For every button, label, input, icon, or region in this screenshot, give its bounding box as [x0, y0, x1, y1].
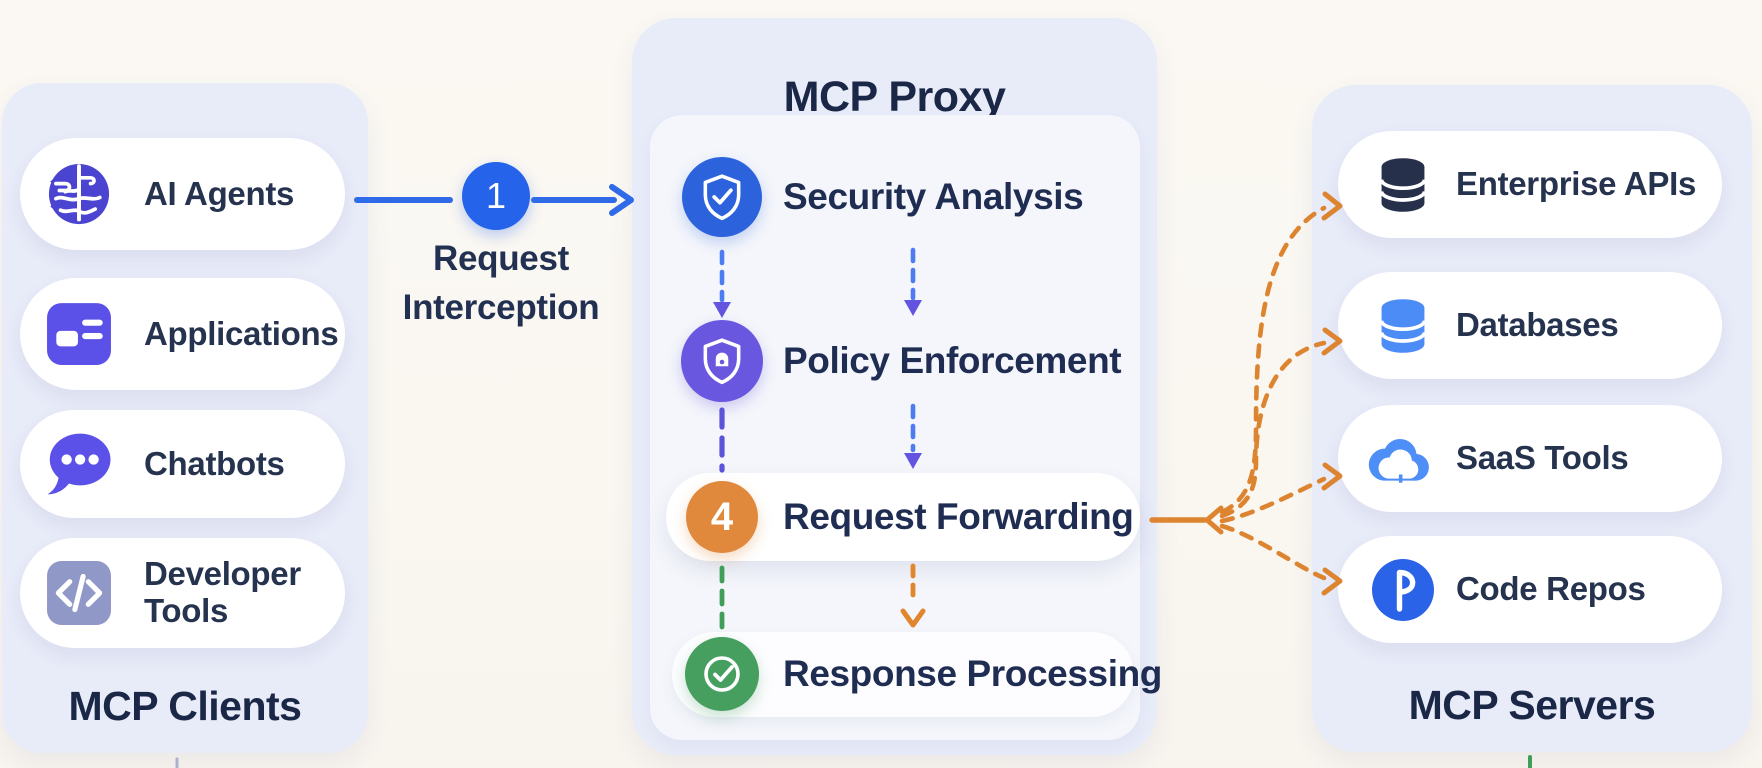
server-item-label: Enterprise APIs	[1456, 165, 1697, 203]
step-label-security-analysis: Security Analysis	[783, 176, 1084, 217]
server-item-saas-tools: SaaS Tools	[1338, 405, 1722, 512]
server-item-label: Databases	[1456, 306, 1619, 344]
mcp-clients-panel: AI Agents Applications	[2, 83, 368, 753]
code-tag-icon	[42, 560, 116, 626]
step-4-number: 4	[710, 494, 734, 539]
client-item-label: Developer Tools	[144, 555, 301, 629]
proxy-panel-title: MCP Proxy	[783, 73, 1006, 121]
app-card-icon	[42, 302, 116, 366]
chat-bubble-icon	[42, 429, 116, 499]
cloud-icon	[1364, 430, 1438, 488]
servers-panel-title: MCP Servers	[1408, 682, 1656, 728]
shield-check-icon	[682, 157, 762, 237]
step-label-response-processing: Response Processing	[783, 653, 1162, 694]
client-item-chatbots: Chatbots	[20, 410, 345, 518]
cropped-connector-stub	[175, 755, 1532, 768]
number-4-badge: 4	[686, 481, 758, 553]
proxy-steps-container: Security Analysis Policy Enforcement 4 R…	[650, 115, 1162, 740]
request-interception-caption: Request Interception	[361, 234, 641, 332]
client-item-developer-tools: Developer Tools	[20, 538, 345, 648]
client-item-label: AI Agents	[144, 174, 295, 212]
caption-line-1: Request	[433, 239, 569, 278]
mcp-servers-panel: Enterprise APIs Databases	[1312, 85, 1752, 752]
server-item-code-repos: Code Repos	[1338, 536, 1722, 643]
step-1-number: 1	[485, 175, 507, 216]
step-1-badge: 1	[462, 162, 530, 230]
server-item-databases: Databases	[1338, 272, 1722, 379]
client-item-ai-agents: AI Agents	[20, 138, 345, 250]
step-label-policy-enforcement: Policy Enforcement	[783, 340, 1122, 381]
client-item-applications: Applications	[20, 278, 345, 390]
server-item-enterprise-apis: Enterprise APIs	[1338, 131, 1722, 238]
server-item-label: SaaS Tools	[1456, 439, 1629, 477]
database-dark-icon	[1366, 154, 1440, 216]
check-circle-icon	[685, 637, 759, 711]
code-repo-p-icon	[1366, 558, 1440, 622]
caption-line-2: Interception	[402, 288, 600, 327]
server-item-label: Code Repos	[1456, 570, 1646, 608]
shield-lock-icon	[681, 320, 763, 402]
step-label-request-forwarding: Request Forwarding	[783, 496, 1134, 537]
database-blue-icon	[1366, 295, 1440, 357]
clients-panel-title: MCP Clients	[68, 683, 302, 729]
brain-icon	[42, 157, 116, 231]
mcp-proxy-panel: MCP Proxy Security Analysis	[632, 18, 1162, 755]
client-item-label: Applications	[144, 314, 339, 352]
client-item-label: Chatbots	[144, 444, 285, 482]
